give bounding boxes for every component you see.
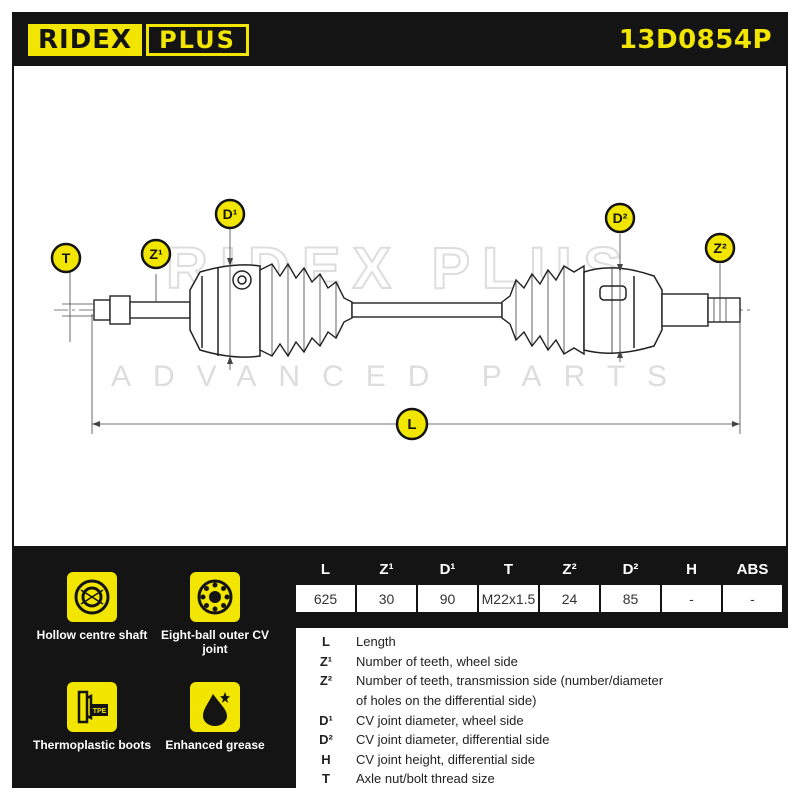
legend-symbol: Z² [319, 673, 333, 689]
feature-grease-label: Enhanced grease [165, 738, 265, 752]
legend-row: of holes on the differential side) [296, 691, 792, 711]
legend-text: of holes on the differential side) [356, 693, 537, 709]
legend-text: CV joint diameter, wheel side [356, 712, 524, 728]
transmission-side-stub [661, 293, 741, 327]
legend-row: D¹ CV joint diameter, wheel side [296, 710, 792, 730]
legend-text: Number of teeth, transmission side (numb… [356, 673, 664, 689]
specs-value-cell: - [723, 585, 782, 612]
outer-cv-joint [189, 264, 261, 358]
callout-Z1: Z¹ [140, 238, 172, 270]
eight-ball-joint-icon [190, 572, 240, 622]
tpe-boot-icon: TPE [67, 682, 117, 732]
callout-Z2: Z² [704, 232, 736, 264]
outer-boot [259, 262, 353, 358]
hollow-shaft-icon [67, 572, 117, 622]
legend-text: CV joint height, differential side [356, 751, 535, 767]
specs-header-cell: ABS [723, 556, 782, 583]
feature-hollow-shaft-label: Hollow centre shaft [36, 628, 148, 642]
feature-tpe-boot: TPE Thermoplastic boots [27, 682, 157, 752]
specs-value-cell: 625 [296, 585, 355, 612]
specs-value-cell: 85 [601, 585, 660, 612]
specs-header-cell: D¹ [418, 556, 477, 583]
callout-T-label: T [62, 250, 71, 266]
brand-logo-plus: PLUS [146, 24, 249, 56]
legend-text: Axle nut/bolt thread size [356, 771, 495, 787]
legend-row: L Length [296, 632, 792, 652]
specs-value-cell: M22x1.5 [479, 585, 538, 612]
specs-value-cell: 90 [418, 585, 477, 612]
svg-text:TPE: TPE [93, 708, 107, 715]
hollow-shaft [351, 302, 503, 318]
part-number: 13D0854P [618, 25, 772, 55]
specs-value-cell: 30 [357, 585, 416, 612]
wheel-side-stub [93, 295, 191, 325]
brand-logo: RIDEX PLUS [28, 24, 249, 56]
specs-value-cell: - [662, 585, 721, 612]
watermark-tagline: ADVANCED PARTS [111, 360, 689, 393]
drive-shaft-drawing: RIDEX PLUS ADVANCED PARTS [50, 198, 754, 441]
legend-symbol: D¹ [319, 712, 333, 728]
callout-D1-label: D¹ [223, 206, 238, 222]
callout-L-label: L [407, 416, 416, 433]
legend-symbol: H [321, 751, 331, 767]
callout-D1: D¹ [214, 198, 246, 230]
legend-row: Z² Number of teeth, transmission side (nu… [296, 671, 792, 691]
legend-row: Z¹ Number of teeth, wheel side [296, 652, 792, 672]
inner-cv-joint [583, 267, 663, 354]
legend-row: T Axle nut/bolt thread size [296, 769, 792, 789]
callout-T: T [50, 242, 82, 274]
feature-hollow-shaft: Hollow centre shaft [27, 572, 157, 642]
specs-header-cell: H [662, 556, 721, 583]
specs-header-cell: Z² [540, 556, 599, 583]
legend-row: D² CV joint diameter, differential side [296, 730, 792, 750]
specs-header-row: L Z¹ D¹ T Z² D² H ABS [296, 556, 782, 583]
callout-Z1-label: Z¹ [149, 246, 163, 262]
specs-header-cell: Z¹ [357, 556, 416, 583]
legend-symbol: D² [319, 732, 333, 748]
inner-boot [501, 264, 585, 356]
feature-eight-ball-joint-label: Eight-ball outer CV joint [161, 628, 269, 656]
legend-text: Length [356, 634, 396, 650]
feature-grease: Enhanced grease [150, 682, 280, 752]
legend-symbol: Z¹ [319, 653, 333, 669]
feature-eight-ball-joint: Eight-ball outer CV joint [150, 572, 280, 656]
grease-icon [190, 682, 240, 732]
legend-text: Number of teeth, wheel side [356, 653, 518, 669]
brand-logo-ridex: RIDEX [28, 24, 143, 56]
legend-symbol: L [322, 634, 330, 650]
legend-box: L Length Z¹ Number of teeth, wheel side Z²… [296, 628, 792, 796]
specs-table: L Z¹ D¹ T Z² D² H ABS 625 30 90 M22x1.5 … [294, 554, 784, 614]
feature-tpe-boot-label: Thermoplastic boots [32, 738, 151, 752]
dimension-arrows [92, 258, 740, 427]
specs-header-cell: T [479, 556, 538, 583]
legend-text: CV joint diameter, differential side [356, 732, 550, 748]
callout-L: L [395, 407, 429, 441]
legend-symbol: T [322, 771, 330, 787]
callout-D2-label: D² [613, 210, 628, 226]
callout-D2: D² [604, 202, 636, 234]
technical-drawing: RIDEX PLUS ADVANCED PARTS [14, 66, 786, 546]
specs-header-cell: D² [601, 556, 660, 583]
product-card: RIDEX PLUS 13D0854P RIDEX PLUS ADVANCED … [12, 12, 792, 796]
specs-header-cell: L [296, 556, 355, 583]
legend-row: H CV joint height, differential side [296, 750, 792, 770]
specs-value-cell: 24 [540, 585, 599, 612]
header-bar: RIDEX PLUS 13D0854P [12, 12, 788, 66]
specs-value-row: 625 30 90 M22x1.5 24 85 - - [296, 585, 782, 612]
callout-Z2-label: Z² [713, 240, 727, 256]
